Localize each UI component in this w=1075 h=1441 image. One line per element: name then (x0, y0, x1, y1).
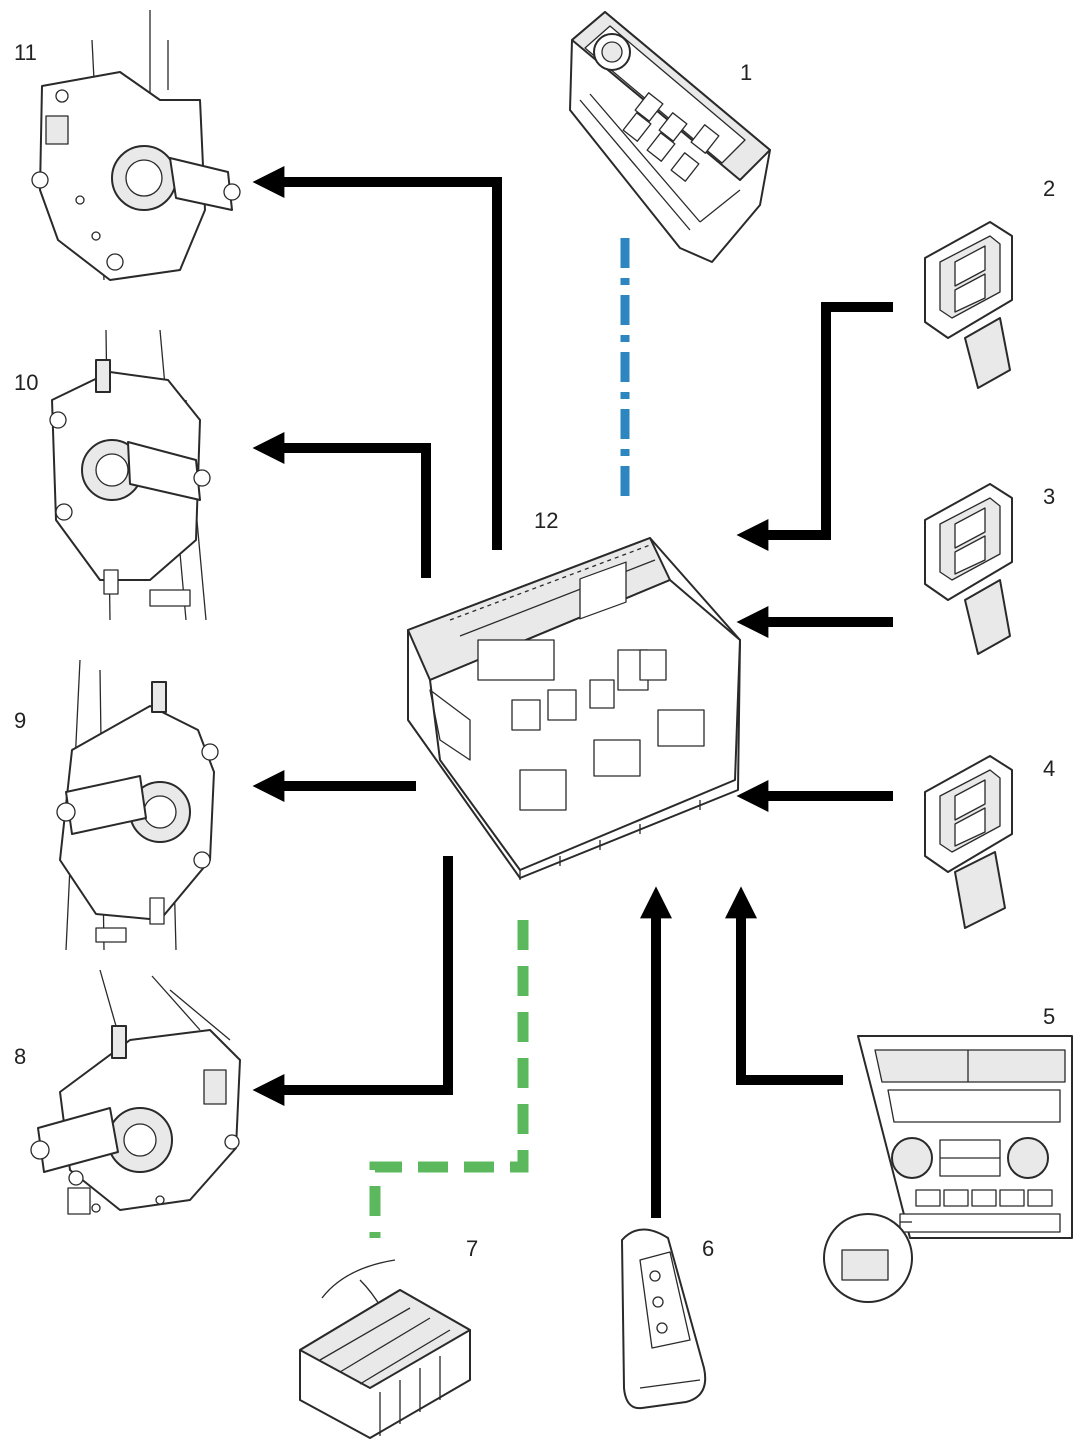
arrow-2-to-12 (736, 302, 893, 552)
label-6: 6 (702, 1236, 714, 1261)
arrow-12-to-11 (252, 165, 502, 550)
label-7: 7 (466, 1236, 478, 1261)
label-8: 8 (14, 1044, 26, 1069)
wiring-connector: 7 (299, 1236, 478, 1439)
label-10: 10 (14, 370, 38, 395)
label-3: 3 (1043, 484, 1055, 509)
driver-switch-pack: 1 (569, 11, 771, 263)
link-7-to-12-green (369, 920, 529, 1238)
window-switch-rear-left: 2 (924, 176, 1055, 389)
label-4: 4 (1043, 756, 1055, 781)
label-5: 5 (1043, 1004, 1055, 1029)
label-2: 2 (1043, 176, 1055, 201)
arrow-12-to-10 (252, 431, 431, 578)
label-1: 1 (740, 60, 752, 85)
center-console-panel: 5 (823, 1004, 1073, 1303)
window-switch-passenger: 4 (924, 755, 1055, 929)
arrow-5-to-12 (724, 886, 843, 1085)
connections (252, 165, 893, 1238)
remote-key-fob: 6 (621, 1228, 714, 1410)
window-switch-rear-right: 3 (924, 483, 1055, 655)
window-motor-10: 10 (14, 329, 211, 621)
window-motor-8: 8 (14, 969, 241, 1215)
arrow-12-to-8 (252, 856, 453, 1107)
label-9: 9 (14, 708, 26, 733)
window-motor-11: 11 (14, 10, 241, 281)
label-12: 12 (534, 508, 558, 533)
label-11: 11 (14, 40, 37, 65)
body-control-module: 12 (407, 508, 741, 880)
window-motor-9: 9 (14, 659, 219, 951)
